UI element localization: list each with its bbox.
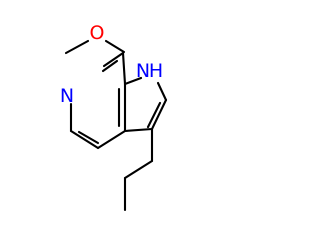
pyrrole-nitrogen-n-label: N	[136, 60, 150, 82]
bond-c5-c4	[69, 129, 100, 150]
bond-n1-c2	[156, 81, 168, 102]
bond-oxygen-c7	[104, 39, 126, 54]
bond-propyl1-propyl2	[123, 159, 154, 180]
bond-c7-n6	[102, 51, 125, 68]
bond-c7-n6-inner	[101, 59, 119, 73]
pyrrole-nitrogen-h-label: H	[149, 60, 163, 82]
oxygen-atom-label: O	[90, 22, 105, 44]
molecule-drawing: O N N H	[60, 22, 168, 212]
structure-canvas: O N N H	[60, 22, 168, 212]
bond-c2-c3-inner	[146, 101, 162, 129]
bond-c7a-c7	[121, 51, 127, 86]
bond-c7a-n1	[123, 76, 143, 86]
bond-c4-c3a	[96, 129, 127, 150]
bond-c2-c3	[150, 98, 168, 131]
pyridine-nitrogen-label: N	[60, 85, 74, 107]
bond-c5-c4-inner	[77, 130, 100, 145]
bond-methyl-oxygen	[64, 39, 90, 55]
bond-c3-c3a	[123, 127, 154, 133]
